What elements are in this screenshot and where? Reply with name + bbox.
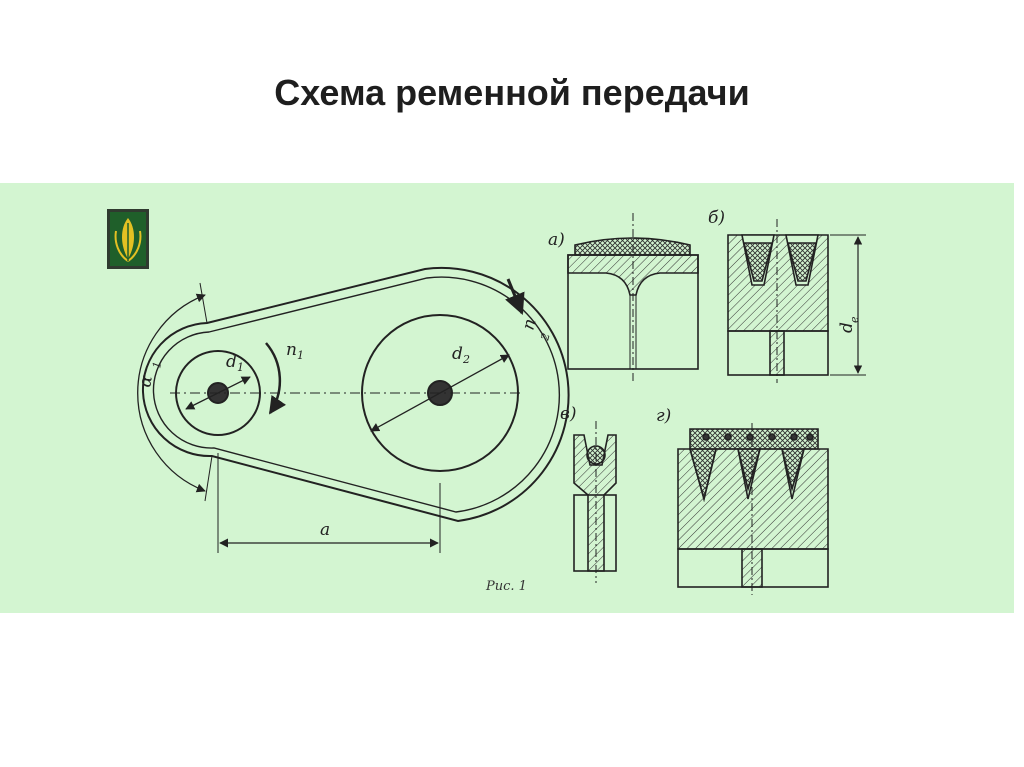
figure-panel: α 1 d 1 n 1 d 2 n 2 a Рис. 1 а) б) [0,183,1014,613]
d1-label: d [226,352,237,372]
v-belt-section [727,219,866,383]
variant-b-label: б) [708,208,725,228]
n1-label: n [286,340,297,360]
de-label: d [837,322,857,333]
a-label: a [320,520,330,540]
n1-sub: 1 [297,349,304,362]
belt-drive-diagram: α 1 d 1 n 1 d 2 n 2 a Рис. 1 а) б) [107,208,866,595]
alpha-label: α [135,374,157,389]
n1-rotation-arrow [265,342,287,415]
n2-sub: 2 [538,332,553,343]
de-sub: e [848,316,861,323]
variant-a-label: а) [548,230,565,250]
alpha-arc [137,293,206,493]
variant-g-label: г) [656,406,671,426]
n2-rotation-arrow [505,278,525,315]
variant-v-label: в) [560,404,577,424]
belt-drive [137,266,570,553]
alpha-sub: 1 [150,360,164,369]
belt-outer [141,266,570,523]
figure-caption: Рис. 1 [485,579,527,594]
round-belt-section [573,421,617,583]
slide-title: Схема ременной передачи [274,72,750,113]
d2-label: d [452,344,463,364]
d1-sub: 1 [237,361,244,374]
flat-belt-section [567,213,699,383]
wheat-emblem-icon [107,209,149,269]
poly-v-belt-section [677,423,829,595]
d2-sub: 2 [462,353,470,366]
d2-dimension [370,354,510,432]
n2-label: n [519,317,541,333]
